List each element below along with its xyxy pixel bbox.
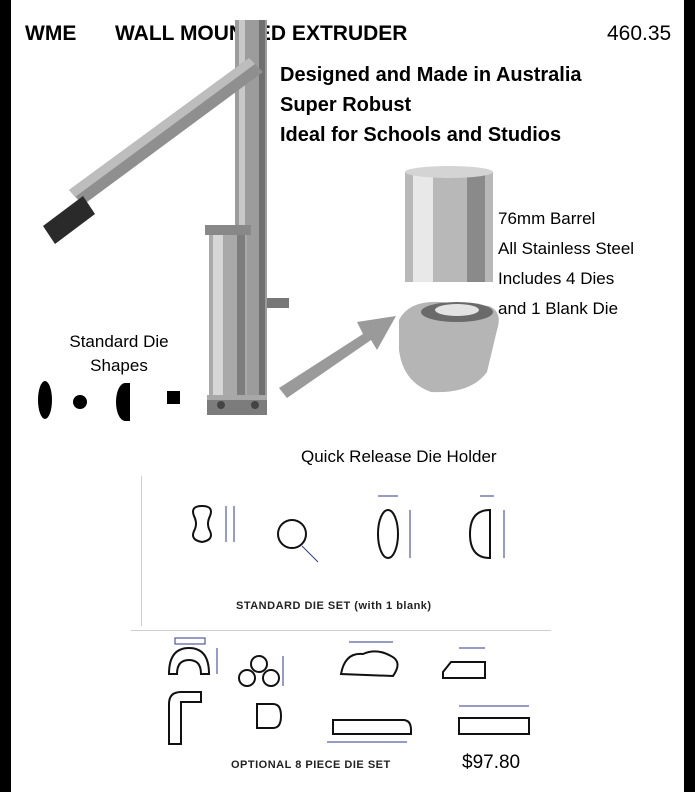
spec-item: All Stainless Steel	[498, 239, 635, 258]
optional-die-set-diagram	[167, 637, 530, 745]
standard-shapes-label: Standard Die Shapes	[69, 332, 169, 375]
oval-die-icon	[38, 381, 52, 419]
product-price: 460.35	[607, 22, 672, 45]
spec-item: Includes 4 Dies	[498, 269, 615, 288]
square-die-icon	[167, 391, 180, 404]
standard-set-caption: STANDARD DIE SET (with 1 blank)	[236, 600, 432, 612]
round-die-icon	[73, 395, 87, 409]
spec-item: 76mm Barrel	[498, 209, 596, 228]
half-round-die-icon	[116, 383, 130, 421]
barrel-specs: 76mm Barrel All Stainless Steel Includes…	[498, 204, 634, 324]
product-sheet: WME WALL MOUNTED EXTRUDER 460.35	[11, 0, 684, 792]
optional-set-caption: OPTIONAL 8 PIECE DIE SET	[231, 759, 391, 771]
spec-item: and 1 Blank Die	[498, 299, 619, 318]
feature-item: Super Robust	[280, 94, 412, 116]
feature-item: Ideal for Schools and Studios	[280, 124, 562, 146]
standard-die-set-diagram	[192, 495, 505, 563]
optional-set-price: $97.80	[462, 752, 521, 773]
feature-list: Designed and Made in Australia Super Rob…	[280, 60, 582, 150]
divider	[131, 630, 551, 631]
extruder-photo	[38, 20, 499, 421]
feature-item: Designed and Made in Australia	[280, 64, 582, 86]
standard-die-set-drawing: STANDARD DIE SET (with 1 blank)	[141, 476, 550, 626]
die-holder-label: Quick Release Die Holder	[301, 447, 497, 466]
product-code: WME	[25, 22, 77, 45]
